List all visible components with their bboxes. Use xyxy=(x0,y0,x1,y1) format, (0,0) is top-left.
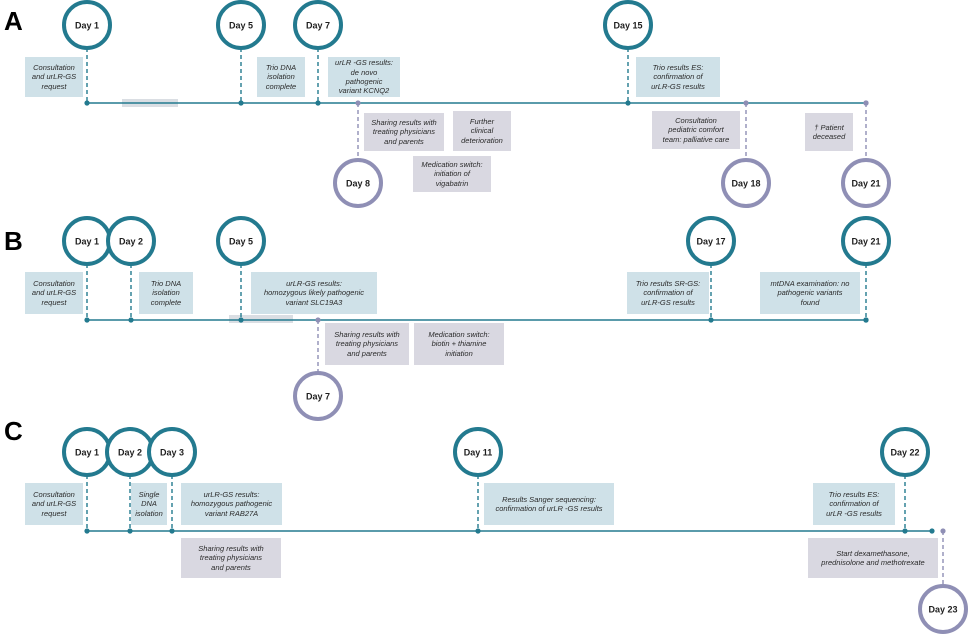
panel-letter: C xyxy=(4,416,23,446)
timeline-dot xyxy=(475,528,481,534)
day-marker xyxy=(147,427,197,477)
day-label: Day 7 xyxy=(306,391,330,401)
day-label: Day 1 xyxy=(75,447,99,457)
note-box: Trio results SR-GS: confirmation of urLR… xyxy=(627,272,709,314)
day-marker xyxy=(880,427,930,477)
note-box: Start dexamethasone, prednisolone and me… xyxy=(808,538,938,578)
timeline-dot xyxy=(902,528,908,534)
day-label: Day 8 xyxy=(346,178,370,188)
note-box: Consultation and urLR-GS request xyxy=(25,483,83,525)
day-label: Day 18 xyxy=(731,178,760,188)
day-marker xyxy=(918,584,968,634)
timeline-dot xyxy=(708,317,714,323)
note-box: mtDNA examination: no pathogenic variant… xyxy=(760,272,860,314)
timeline-dot xyxy=(355,100,361,106)
note-box: Results Sanger sequencing: confirmation … xyxy=(484,483,614,525)
timeline-dot xyxy=(863,317,869,323)
day-marker xyxy=(721,158,771,208)
note-box: Trio results ES: confirmation of urLR-GS… xyxy=(636,57,720,97)
timeline-dot xyxy=(84,528,90,534)
day-marker xyxy=(62,0,112,50)
timeline-dot xyxy=(127,528,133,534)
timeline-dot xyxy=(128,317,134,323)
day-label: Day 23 xyxy=(928,604,957,614)
timeline-dot xyxy=(169,528,175,534)
note-box: Trio results ES: confirmation of urLR -G… xyxy=(813,483,895,525)
timeline-dot xyxy=(238,317,244,323)
note-box: Further clinical deterioration xyxy=(453,111,511,151)
day-label: Day 21 xyxy=(851,178,880,188)
note-box: Trio DNA isolation complete xyxy=(139,272,193,314)
day-label: Day 2 xyxy=(118,447,142,457)
day-marker xyxy=(841,158,891,208)
day-marker xyxy=(603,0,653,50)
note-box: urLR -GS results: de novo pathogenic var… xyxy=(328,57,400,97)
note-box: Sharing results with treating physicians… xyxy=(325,323,409,365)
day-label: Day 1 xyxy=(75,20,99,30)
day-marker xyxy=(333,158,383,208)
day-label: Day 11 xyxy=(464,447,493,457)
timeline-dot xyxy=(84,317,90,323)
note-box: Consultation pediatric comfort team: pal… xyxy=(652,111,740,149)
day-marker xyxy=(453,427,503,477)
panel-letter: B xyxy=(4,226,23,256)
timeline-dot xyxy=(940,528,946,534)
timeline-dot xyxy=(238,100,244,106)
day-label: Day 5 xyxy=(229,20,253,30)
day-marker xyxy=(841,216,891,266)
panel-letter: A xyxy=(4,6,23,36)
note-box: Medication switch: initiation of vigabat… xyxy=(413,156,491,192)
day-label: Day 1 xyxy=(75,236,99,246)
day-label: Day 2 xyxy=(119,236,143,246)
note-box: Consultation and urLR-GS request xyxy=(25,272,83,314)
note-box: † Patient deceased xyxy=(805,113,853,151)
day-label: Day 3 xyxy=(160,447,184,457)
day-label: Day 21 xyxy=(851,236,880,246)
gap-shade xyxy=(229,315,293,323)
panel-b: B Day 1 Day 2 Day 5 Day 17 Day 21 Day 7 xyxy=(4,216,891,421)
note-box: urLR-GS results: homozygous likely patho… xyxy=(251,272,377,314)
day-marker xyxy=(106,216,156,266)
day-label: Day 15 xyxy=(613,20,642,30)
note-box: Consultation and urLR-GS request xyxy=(25,57,83,97)
note-box: Trio DNA isolation complete xyxy=(257,57,305,97)
day-marker xyxy=(293,371,343,421)
day-marker xyxy=(216,0,266,50)
timeline-dot xyxy=(863,100,869,106)
day-label: Day 5 xyxy=(229,236,253,246)
day-marker xyxy=(216,216,266,266)
day-marker xyxy=(686,216,736,266)
note-box: urLR-GS results: homozygous pathogenic v… xyxy=(181,483,282,525)
panel-c: C Day 1 Day 2 Day 3 Day 11 Day 22 Day 23 xyxy=(4,416,968,634)
timeline-dot xyxy=(84,100,90,106)
day-label: Day 22 xyxy=(890,447,919,457)
day-label: Day 17 xyxy=(696,236,725,246)
panel-a: A Day 1 Day 5 Day 7 Day 15 Day 8 Day 18 Day 21 xyxy=(4,0,891,208)
timeline-dot xyxy=(315,100,321,106)
note-box: Medication switch: biotin + thiamine ini… xyxy=(414,323,504,365)
timeline-dot xyxy=(315,317,321,323)
day-marker xyxy=(293,0,343,50)
note-box: Sharing results with treating physicians… xyxy=(364,113,444,151)
timeline-dot xyxy=(743,100,749,106)
day-label: Day 7 xyxy=(306,20,330,30)
note-box: Sharing results with treating physicians… xyxy=(181,538,281,578)
timeline-end-dot xyxy=(929,528,935,534)
timeline-dot xyxy=(625,100,631,106)
note-box: Single DNA isolation xyxy=(131,483,167,525)
